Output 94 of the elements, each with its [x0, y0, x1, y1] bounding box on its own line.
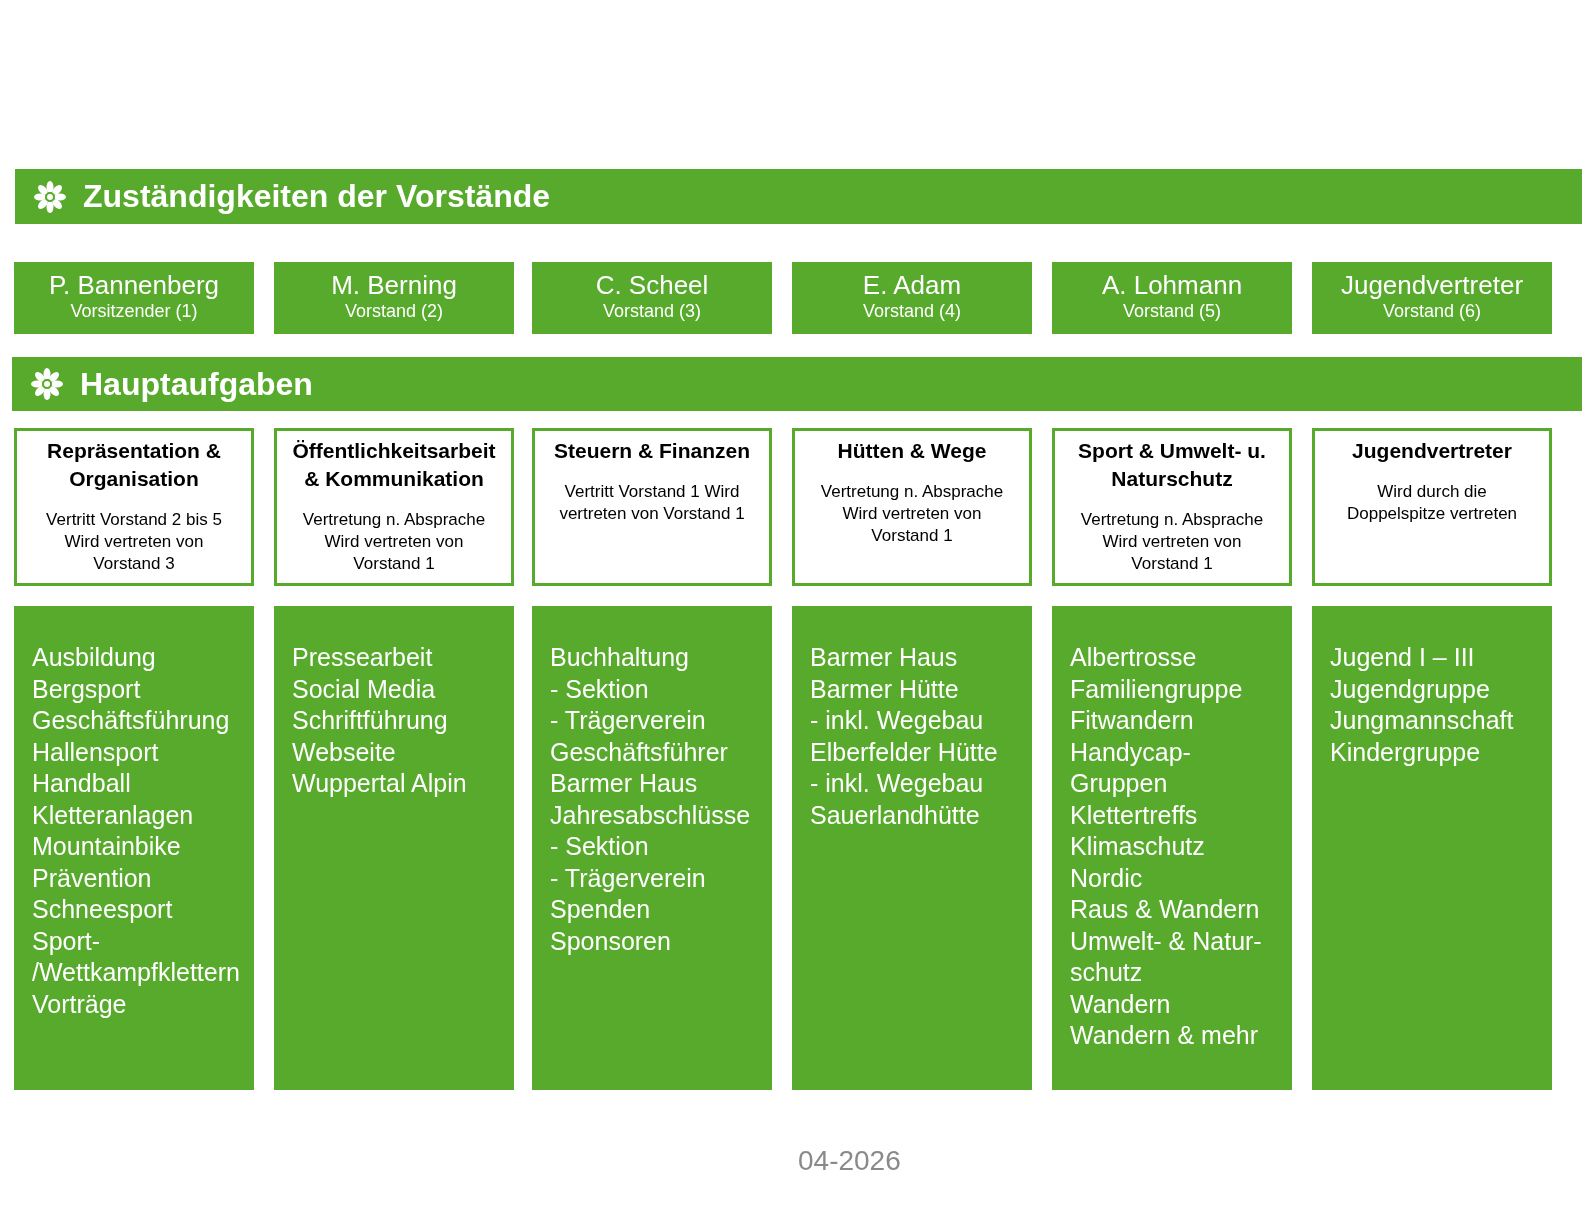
list-item: Ausbildung — [32, 642, 156, 673]
member-name: M. Berning — [330, 270, 458, 300]
task-description: Vertritt Vorstand 1 Wird vertreten von Vorstand 1 — [558, 481, 746, 525]
member-role: Vorstand (6) — [1381, 300, 1483, 322]
list-item: Sponsoren — [550, 925, 671, 957]
board-member-box — [274, 262, 514, 334]
board-member-box — [14, 262, 254, 334]
member-name: Jugendvertreter — [1339, 270, 1525, 300]
task-heading: Jugendvertreter — [1351, 438, 1513, 464]
list-item: Raus & Wandern — [1070, 894, 1260, 925]
list-item: Jugend I – III — [1330, 642, 1475, 673]
task-box — [274, 428, 514, 586]
list-item: Barmer Haus — [810, 642, 958, 673]
list-item: Geschäftsführer — [550, 736, 728, 768]
task-heading: Sport & Umwelt- u. Naturschutz — [1077, 438, 1267, 492]
list-item: Buchhaltung — [550, 642, 689, 673]
list-item: - Sektion — [550, 673, 649, 705]
task-box — [1312, 428, 1552, 586]
task-description: Vertretung n. Absprache Wird vertreten von Vorstand 1 — [301, 509, 487, 575]
list-item: - inkl. Wegebau — [810, 705, 984, 736]
list-item: Handball — [32, 768, 131, 799]
list-item: Elberfelder Hütte — [810, 736, 998, 768]
task-list-panel — [14, 606, 254, 1090]
task-box — [1052, 428, 1292, 586]
task-list-panel — [274, 606, 514, 1090]
task-list-panel — [1312, 606, 1552, 1090]
task-list-panel — [1052, 606, 1292, 1090]
list-item: Jungmannschaft — [1330, 705, 1514, 736]
list-item: Bergsport — [32, 673, 141, 705]
list-item: - Trägerverein — [550, 862, 706, 894]
list-item: Webseite — [292, 736, 396, 768]
list-item: Spenden — [550, 894, 651, 925]
task-description: Vertretung n. Absprache Wird vertreten von Vorstand 1 — [1079, 509, 1265, 575]
list-item: Familiengruppe — [1070, 673, 1243, 705]
section-banner — [15, 169, 1582, 224]
list-item: Barmer Hütte — [810, 673, 959, 705]
list-item: Wandern & mehr — [1070, 1020, 1259, 1051]
list-item: Jahresabschlüsse — [550, 799, 751, 831]
member-role: Vorstand (4) — [861, 300, 963, 322]
task-list-panel — [792, 606, 1032, 1090]
section-banner — [12, 357, 1582, 411]
list-item: Umwelt- & Natur- schutz — [1070, 925, 1263, 988]
member-name: C. Scheel — [594, 270, 710, 300]
list-item: Wandern — [1070, 988, 1171, 1020]
member-role: Vorstand (2) — [343, 300, 445, 322]
member-name: E. Adam — [861, 270, 963, 300]
section-heading: Zuständigkeiten der Vorstände — [83, 178, 551, 215]
task-heading: Repräsentation & Organisation — [46, 438, 222, 492]
task-heading: Hütten & Wege — [836, 438, 988, 464]
list-item: Geschäftsführung — [32, 705, 230, 736]
board-member-box — [1312, 262, 1552, 334]
member-role: Vorstand (3) — [601, 300, 703, 322]
task-description: Vertretung n. Absprache Wird vertreten von Vorstand 1 — [819, 481, 1005, 547]
board-member-box — [532, 262, 772, 334]
list-item: - inkl. Wegebau — [810, 768, 984, 799]
list-item: Barmer Haus — [550, 768, 698, 799]
task-list-panel — [532, 606, 772, 1090]
list-item: Wuppertal Alpin — [292, 768, 467, 799]
list-item: Prävention — [32, 862, 152, 894]
task-description: Vertritt Vorstand 2 bis 5 Wird vertreten von Vorstand 3 — [45, 509, 223, 575]
task-description: Wird durch die Doppelspitze vertreten — [1345, 481, 1519, 525]
list-item: Kletteranlagen — [32, 799, 194, 831]
list-item: Social Media — [292, 673, 436, 705]
board-member-box — [1052, 262, 1292, 334]
task-box — [532, 428, 772, 586]
board-member-box — [792, 262, 1032, 334]
task-box — [792, 428, 1032, 586]
list-item: Jugendgruppe — [1330, 673, 1490, 705]
member-role: Vorsitzender (1) — [69, 300, 199, 322]
section-heading: Hauptaufgaben — [80, 365, 313, 403]
list-item: Handycap- Gruppen — [1070, 736, 1192, 799]
list-item: Schriftführung — [292, 705, 448, 736]
list-item: Pressearbeit — [292, 642, 433, 673]
list-item: Sport- /Wettkampfklettern — [32, 925, 241, 988]
member-role: Vorstand (5) — [1121, 300, 1223, 322]
list-item: Klettertreffs — [1070, 799, 1198, 831]
list-item: Klimaschutz — [1070, 831, 1205, 862]
list-item: Fitwandern — [1070, 705, 1194, 736]
date-label: 04-2026 — [798, 1145, 901, 1177]
task-heading: Steuern & Finanzen — [553, 438, 751, 464]
list-item: Sauerlandhütte — [810, 799, 980, 831]
list-item: Hallensport — [32, 736, 159, 768]
task-box — [14, 428, 254, 586]
list-item: Kindergruppe — [1330, 736, 1481, 768]
list-item: - Trägerverein — [550, 705, 706, 736]
list-item: Albertrosse — [1070, 642, 1197, 673]
task-heading: Öffentlichkeitsarbeit & Kommunikation — [291, 438, 497, 492]
list-item: Vorträge — [32, 988, 127, 1020]
member-name: P. Bannenberg — [47, 270, 221, 300]
list-item: Nordic — [1070, 862, 1143, 894]
list-item: Mountainbike — [32, 831, 181, 862]
list-item: Schneesport — [32, 894, 173, 925]
member-name: A. Lohmann — [1100, 270, 1244, 300]
list-item: - Sektion — [550, 831, 649, 862]
